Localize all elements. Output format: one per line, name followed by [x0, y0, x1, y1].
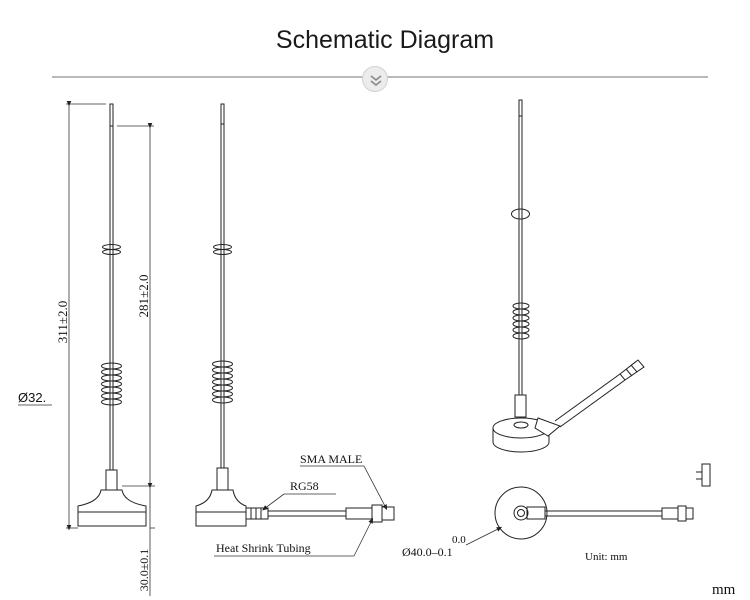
side-view-antenna: [195, 103, 395, 527]
front-view-antenna: [77, 103, 147, 527]
dim-phi-small: Ø32.: [18, 390, 46, 405]
dim-base-diameter: Ø40.0–0.1: [402, 545, 453, 559]
dim-base-height: 30.0±0.1: [137, 549, 151, 592]
callout-rg58: RG58: [290, 479, 319, 493]
perspective-view-antenna: [492, 99, 645, 453]
callout-heat-shrink: Heat Shrink Tubing: [216, 541, 311, 555]
dim-total-height: 311±2.0: [55, 301, 70, 343]
chevron-down-icon: [362, 66, 388, 92]
front-coil: [101, 362, 122, 406]
perspective-coil: [512, 302, 530, 340]
top-view-antenna: [494, 486, 694, 540]
page-title: Schematic Diagram: [275, 26, 495, 54]
dim-whip-height: 281±2.0: [136, 275, 151, 318]
callout-sma-male: SMA MALE: [300, 452, 362, 466]
side-coil: [212, 360, 233, 404]
front-dimensions: [66, 100, 155, 596]
side-bracket-icon: [696, 463, 711, 487]
dim-base-tol-upper: 0.0: [452, 534, 466, 546]
corner-unit-label: mm: [712, 582, 736, 598]
unit-label: Unit: mm: [585, 551, 628, 563]
top-view-dim-leader: [465, 526, 503, 546]
callout-leaders: [214, 465, 388, 557]
